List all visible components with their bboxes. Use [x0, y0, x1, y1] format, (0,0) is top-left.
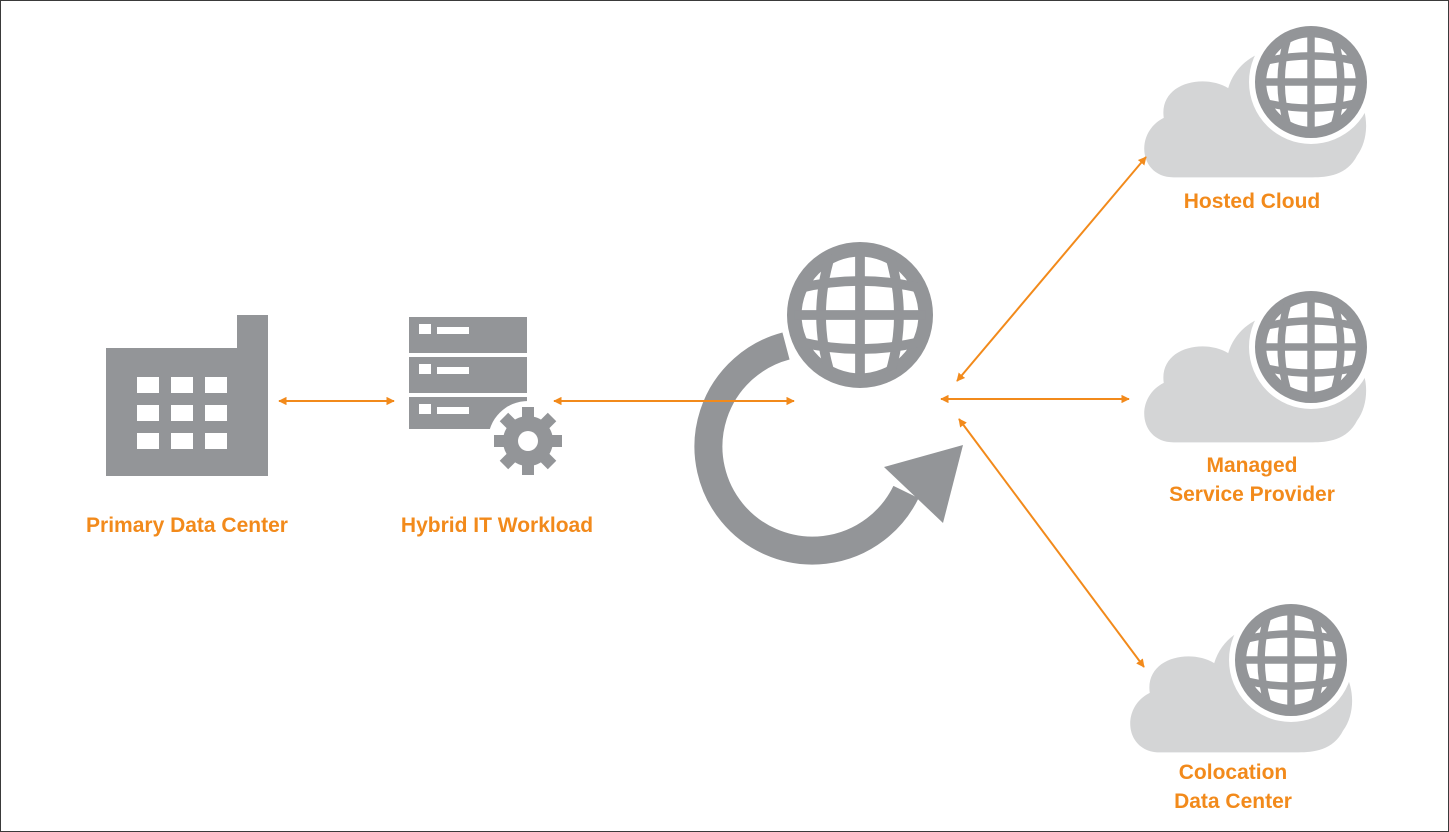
- colocation-label-line2: Data Center: [1174, 790, 1292, 813]
- hosted-cloud-label: Hosted Cloud: [1184, 190, 1321, 213]
- managed-service-provider-icon: [1144, 285, 1373, 443]
- arrow-internet-colocation: [958, 418, 1145, 668]
- hosted-cloud-icon: [1144, 20, 1373, 178]
- server-gear-icon: [409, 317, 568, 481]
- primary-data-center-label: Primary Data Center: [86, 514, 288, 537]
- colocation-label-line1: Colocation: [1179, 761, 1288, 784]
- building-icon: [106, 315, 268, 476]
- hybrid-it-workload-label: Hybrid IT Workload: [401, 514, 593, 537]
- arrow-internet-hosted: [956, 156, 1147, 382]
- managed-label-line1: Managed: [1206, 454, 1297, 477]
- colocation-cloud-icon: [1130, 598, 1353, 753]
- globe-refresh-icon: [694, 239, 963, 565]
- managed-label-line2: Service Provider: [1169, 483, 1335, 506]
